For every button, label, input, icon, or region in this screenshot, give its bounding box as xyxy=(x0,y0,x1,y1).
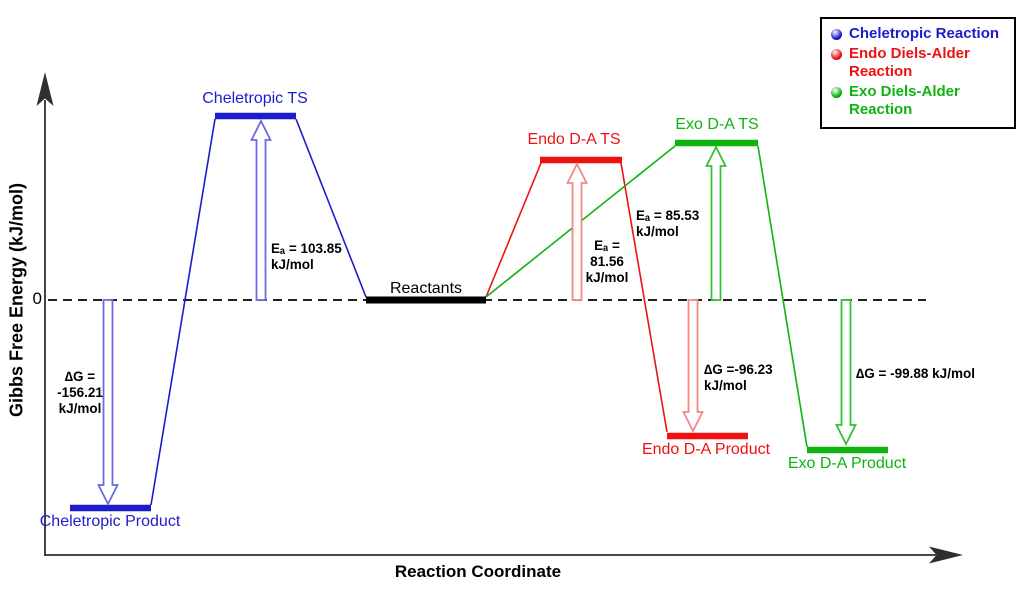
endo-line-ts-to-product xyxy=(620,162,668,433)
exo-line-ts-to-product xyxy=(757,145,808,448)
exo-dg-arrow-icon xyxy=(835,299,857,447)
endo-da-product-label: Endo D-A Product xyxy=(641,441,771,458)
legend-item-endo: Endo Diels-Alder Reaction xyxy=(831,45,1010,82)
annotation-line: Eₐ = 103.85 xyxy=(271,241,342,256)
annotation-line: kJ/mol xyxy=(636,224,679,239)
annotation-line: kJ/mol xyxy=(271,257,314,272)
dg-cheletropic-annotation: ∆G = -156.21 kJ/mol xyxy=(57,369,103,417)
endo-ea-arrow-icon xyxy=(566,161,588,301)
endo-line-reactants-to-ts xyxy=(485,162,542,298)
annotation-line: ∆G = xyxy=(64,369,96,384)
annotation-line: kJ/mol xyxy=(585,270,629,285)
annotation-line: kJ/mol xyxy=(704,378,747,393)
legend-label: Cheletropic Reaction xyxy=(849,25,1000,42)
legend-label: Endo Diels-Alder Reaction xyxy=(849,44,970,81)
reactants-label: Reactants xyxy=(389,280,463,297)
legend-item-exo: Exo Diels-Alder Reaction xyxy=(831,83,1010,120)
annotation-line: kJ/mol xyxy=(58,401,102,416)
ea-endo-annotation: Eₐ = 81.56 kJ/mol xyxy=(586,238,629,286)
x-axis-label: Reaction Coordinate xyxy=(394,562,562,581)
cheletropic-line-ts-to-reactants xyxy=(295,118,367,298)
x-axis-arrowhead-icon xyxy=(929,546,963,564)
legend-marker-exo-icon xyxy=(831,86,842,98)
cheletropic-ea-arrow-icon xyxy=(250,118,272,301)
endo-da-ts-label: Endo D-A TS xyxy=(527,131,621,148)
legend-item-cheletropic: Cheletropic Reaction xyxy=(831,25,1010,44)
cheletropic-product-label: Cheletropic Product xyxy=(39,513,181,530)
ea-exo-annotation: Eₐ = 85.53 kJ/mol xyxy=(636,208,699,240)
cheletropic-dg-arrow-icon xyxy=(97,299,119,507)
endo-dg-arrow-icon xyxy=(682,299,704,434)
exo-ea-arrow-icon xyxy=(705,144,727,301)
cheletropic-ts-label: Cheletropic TS xyxy=(202,90,308,107)
y-axis-arrowhead-icon xyxy=(36,72,54,106)
annotation-line: Eₐ = xyxy=(594,238,620,253)
legend: Cheletropic Reaction Endo Diels-Alder Re… xyxy=(820,17,1016,129)
annotation-line: 81.56 xyxy=(590,254,624,269)
cheletropic-line-ts-to-product xyxy=(150,118,216,506)
ea-cheletropic-annotation: Eₐ = 103.85 kJ/mol xyxy=(271,241,342,273)
exo-da-product-label: Exo D-A Product xyxy=(787,455,907,472)
dg-exo-annotation: ∆G = -99.88 kJ/mol xyxy=(856,366,975,382)
annotation-line: Eₐ = 85.53 xyxy=(636,208,700,223)
legend-label: Exo Diels-Alder Reaction xyxy=(849,82,960,119)
annotation-line: -156.21 xyxy=(57,385,103,400)
zero-tick-label: 0 xyxy=(32,289,42,308)
annotation-line: ∆G =-96.23 xyxy=(704,362,773,377)
exo-da-ts-label: Exo D-A TS xyxy=(675,116,759,133)
annotation-line: ∆G = -99.88 kJ/mol xyxy=(856,366,975,381)
legend-marker-cheletropic-icon xyxy=(831,29,842,40)
legend-marker-endo-icon xyxy=(831,48,842,60)
dg-endo-annotation: ∆G =-96.23 kJ/mol xyxy=(704,362,773,394)
